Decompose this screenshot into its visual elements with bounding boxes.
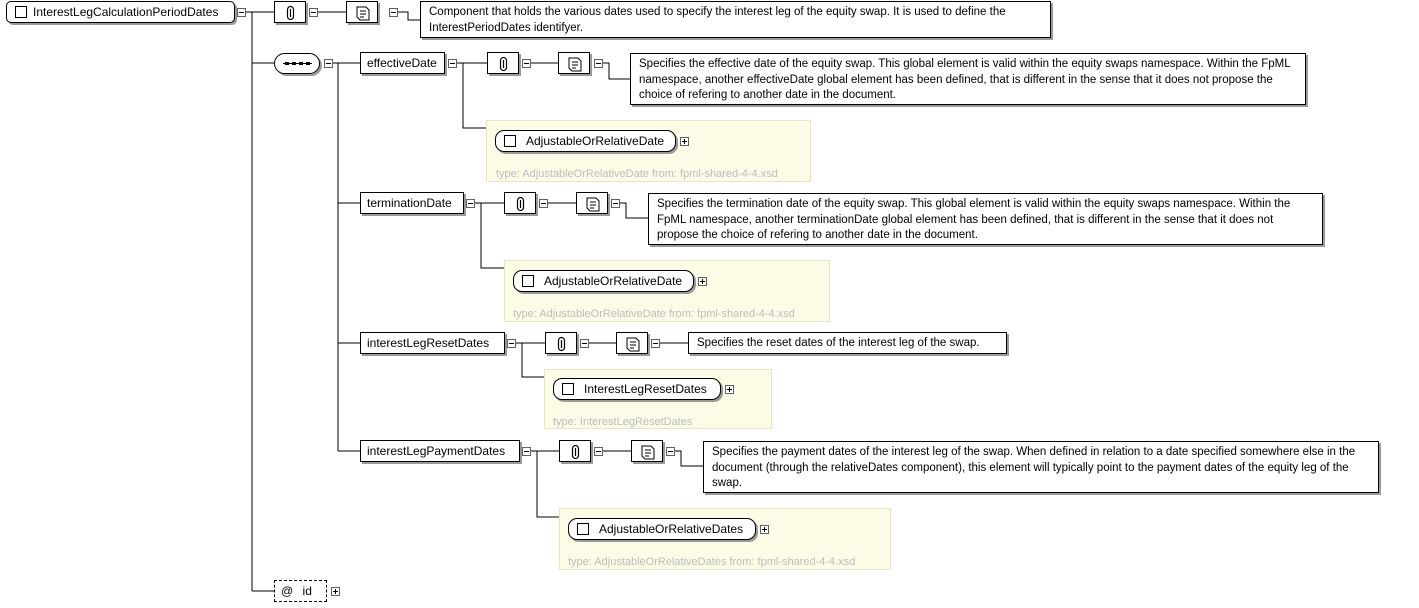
type-info: type: AdjustableOrRelativeDate from: fpm…: [496, 168, 778, 180]
collapse-icon[interactable]: [448, 59, 457, 68]
type-info: type: AdjustableOrRelativeDates from: fp…: [568, 556, 856, 568]
root-element[interactable]: InterestLegCalculationPeriodDates: [6, 1, 235, 23]
expand-icon[interactable]: [331, 587, 340, 596]
type-label: InterestLegResetDates: [584, 382, 707, 396]
occurrence-icon: [504, 192, 536, 214]
collapse-icon[interactable]: [611, 199, 620, 208]
expand-icon[interactable]: [760, 525, 769, 534]
element-terminationdate[interactable]: terminationDate: [360, 192, 464, 214]
element-documentation: Specifies the payment dates of the inter…: [703, 441, 1379, 493]
type-label: AdjustableOrRelativeDates: [599, 522, 744, 536]
collapse-icon[interactable]: [507, 339, 516, 348]
element-effectivedate[interactable]: effectiveDate: [360, 52, 445, 74]
expand-icon[interactable]: [725, 385, 734, 394]
type-reference[interactable]: AdjustableOrRelativeDates: [568, 518, 756, 540]
type-label: AdjustableOrRelativeDate: [544, 274, 683, 288]
element-label: terminationDate: [367, 196, 452, 210]
type-label: AdjustableOrRelativeDate: [526, 134, 665, 148]
occurrence-icon: [274, 1, 306, 23]
attribute-label: id: [302, 584, 312, 598]
annotation-icon: [616, 332, 648, 354]
expand-icon[interactable]: [698, 277, 707, 286]
sequence-compositor-icon: [274, 53, 320, 74]
element-documentation: Specifies the termination date of the eq…: [648, 193, 1323, 245]
annotation-icon: [346, 1, 378, 23]
collapse-icon[interactable]: [309, 8, 318, 17]
element-documentation: Specifies the effective date of the equi…: [630, 53, 1306, 105]
annotation-icon: [558, 52, 590, 74]
collapse-icon[interactable]: [594, 59, 603, 68]
collapse-icon[interactable]: [389, 8, 398, 17]
root-documentation: Component that holds the various dates u…: [420, 1, 1051, 38]
type-reference[interactable]: AdjustableOrRelativeDate: [513, 270, 694, 292]
element-interestlegresetdates[interactable]: interestLegResetDates: [360, 332, 505, 354]
type-info: type: InterestLegResetDates: [553, 416, 693, 428]
collapse-icon[interactable]: [522, 59, 531, 68]
type-info: type: AdjustableOrRelativeDate from: fpm…: [513, 308, 795, 320]
element-documentation: Specifies the reset dates of the interes…: [688, 332, 1007, 354]
element-label: interestLegResetDates: [367, 336, 490, 350]
collapse-icon[interactable]: [594, 447, 603, 456]
collapse-icon[interactable]: [580, 339, 589, 348]
collapse-icon[interactable]: [237, 8, 246, 17]
collapse-icon[interactable]: [539, 199, 548, 208]
occurrence-icon: [487, 52, 519, 74]
attribute-id[interactable]: @ id: [274, 580, 327, 602]
attribute-prefix: @: [281, 584, 294, 598]
collapse-icon[interactable]: [466, 199, 475, 208]
annotation-icon: [576, 192, 608, 214]
element-label: interestLegPaymentDates: [367, 444, 506, 458]
element-interestlegpaymentdates[interactable]: interestLegPaymentDates: [360, 440, 520, 462]
collapse-icon[interactable]: [522, 447, 531, 456]
type-reference[interactable]: InterestLegResetDates: [553, 378, 721, 400]
element-checkbox-icon: [522, 275, 534, 287]
root-element-label: InterestLegCalculationPeriodDates: [33, 5, 219, 19]
element-checkbox-icon: [562, 383, 574, 395]
element-checkbox-icon: [15, 6, 27, 18]
collapse-icon[interactable]: [651, 339, 660, 348]
occurrence-icon: [559, 440, 591, 462]
occurrence-icon: [545, 332, 577, 354]
annotation-icon: [631, 440, 663, 462]
type-reference[interactable]: AdjustableOrRelativeDate: [495, 130, 676, 152]
expand-icon[interactable]: [680, 137, 689, 146]
element-checkbox-icon: [577, 523, 589, 535]
element-checkbox-icon: [504, 135, 516, 147]
collapse-icon[interactable]: [666, 447, 675, 456]
collapse-icon[interactable]: [324, 59, 333, 68]
element-label: effectiveDate: [367, 56, 437, 70]
